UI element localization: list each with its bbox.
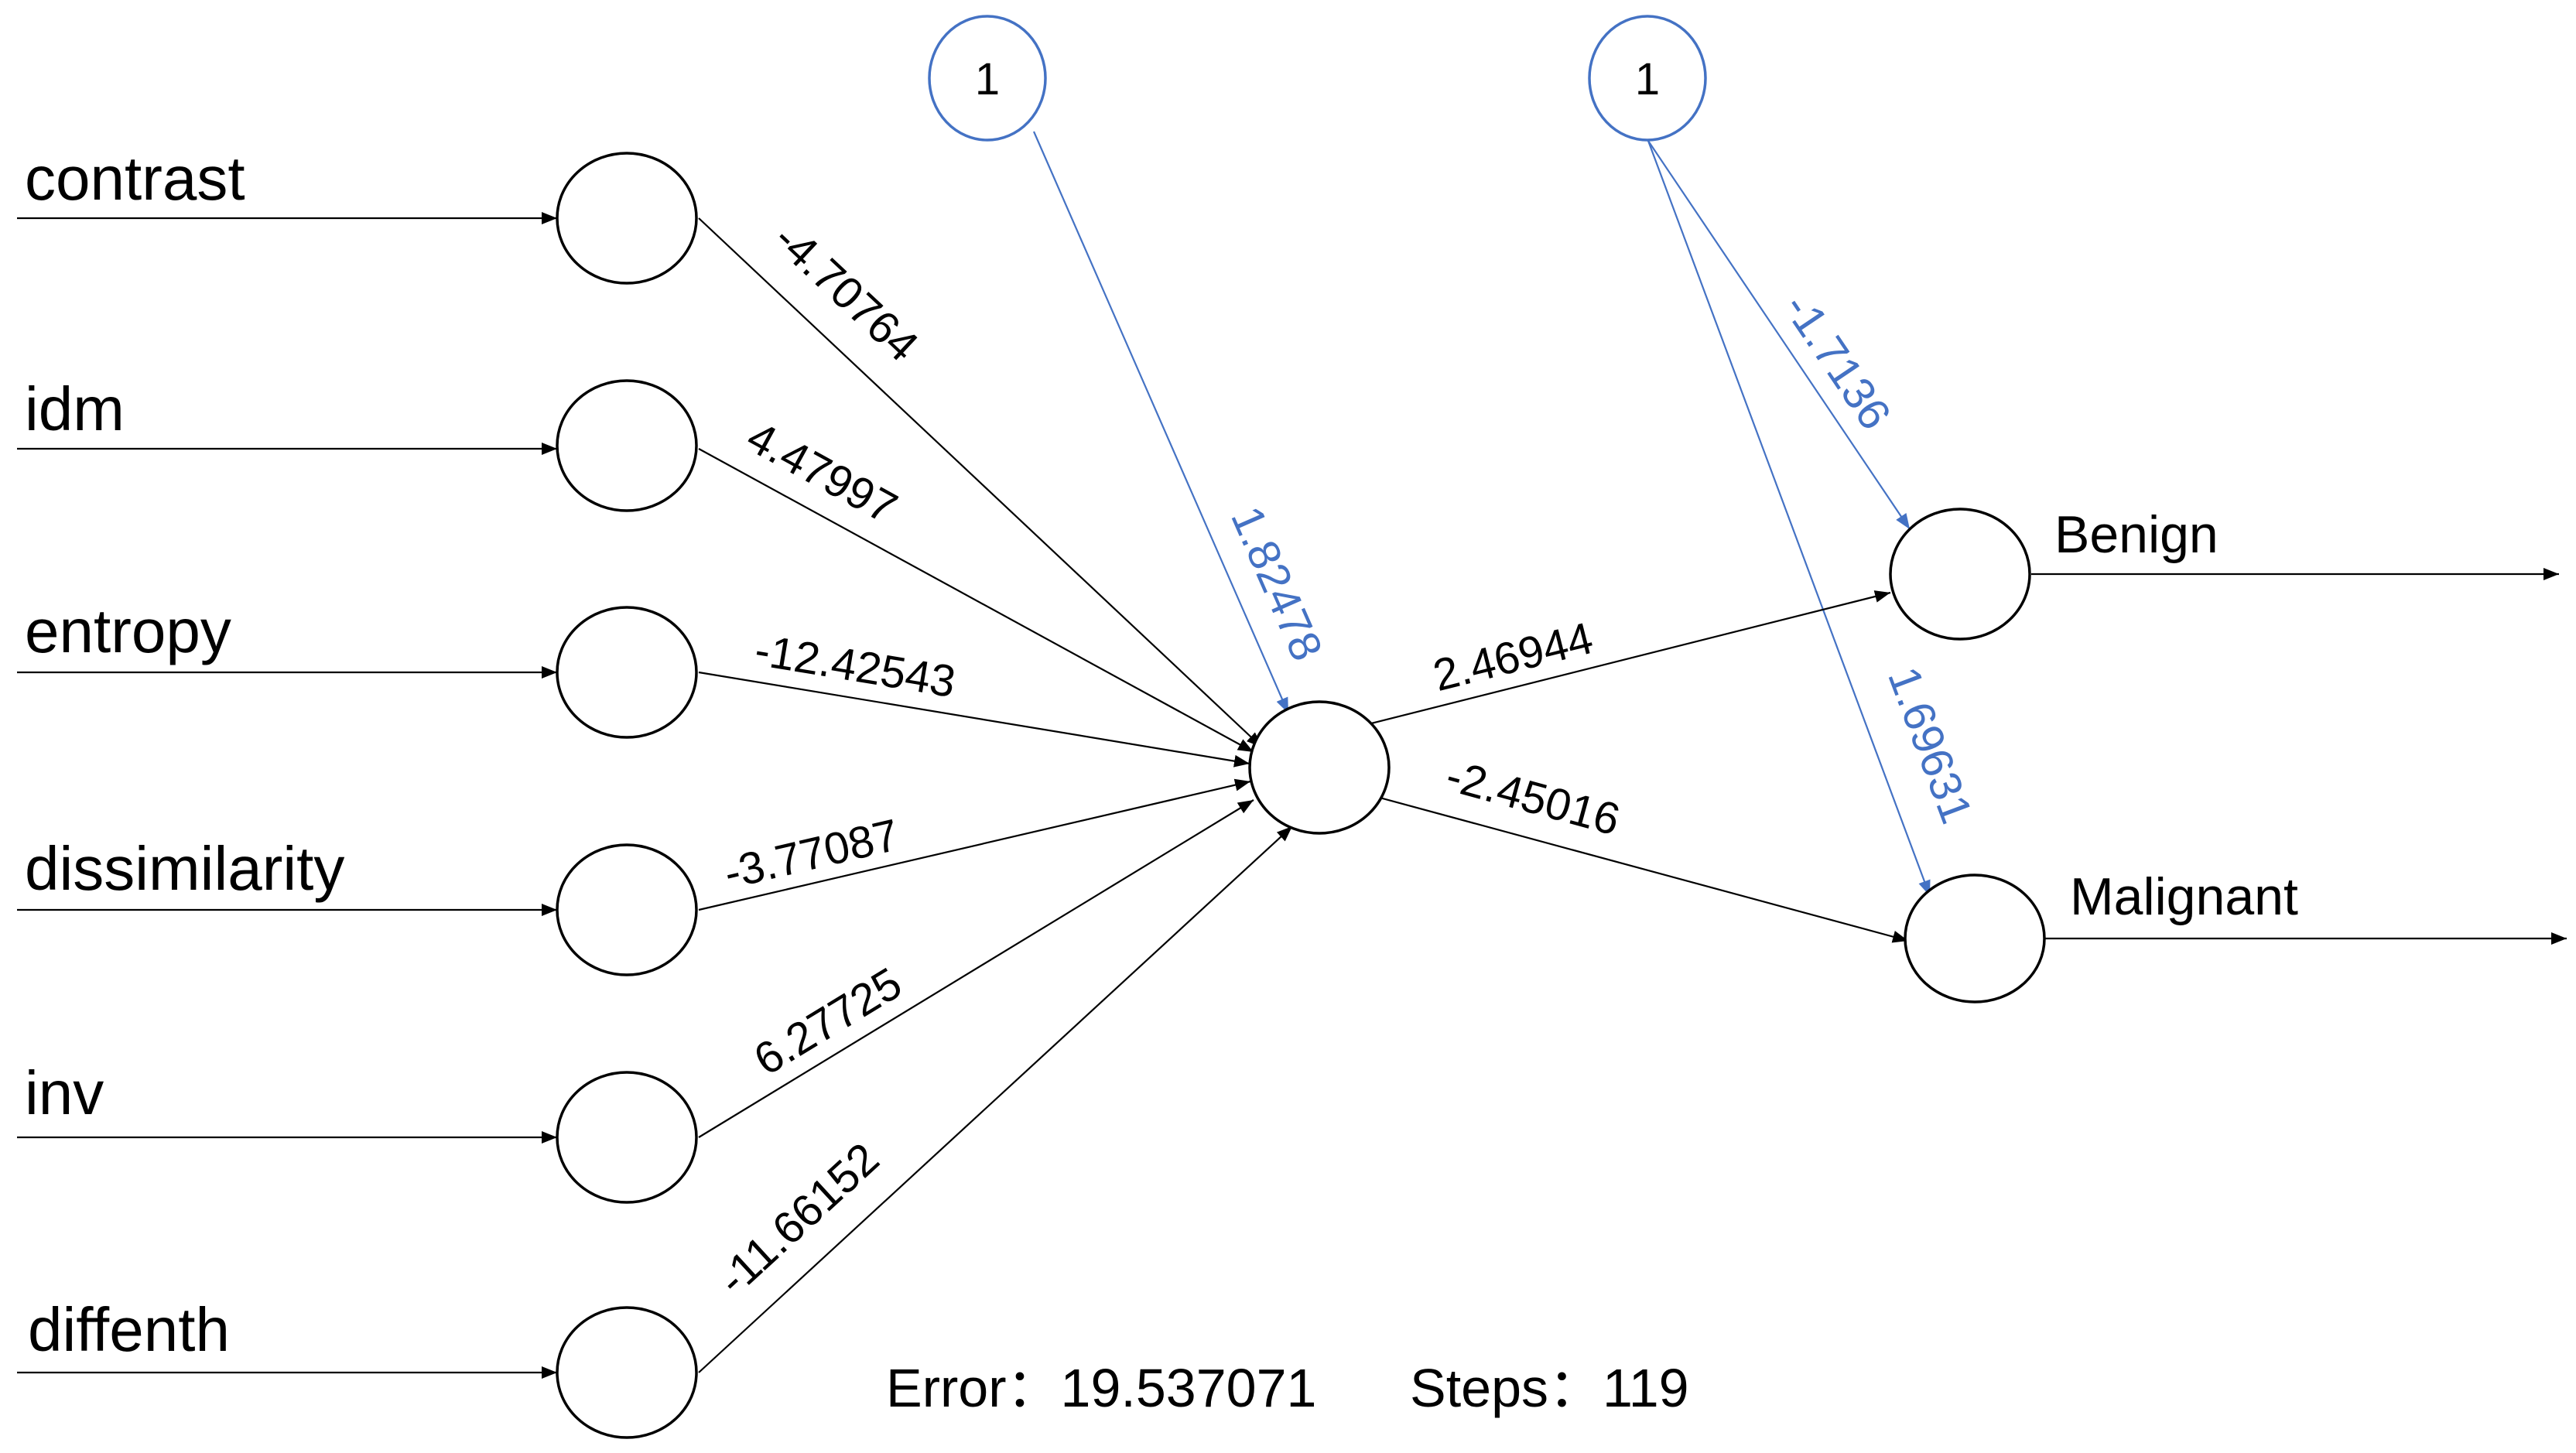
output-node-benign	[1889, 508, 2031, 641]
edge-diffenth-hidden	[698, 826, 1293, 1373]
input-label-dissimilarity: dissimilarity	[25, 834, 344, 903]
weight-label-malignant: -2.45016	[1441, 750, 1625, 846]
input-node-dissimilarity	[556, 843, 698, 976]
edge-bias-hidden	[1032, 131, 1290, 714]
steps-text: Steps：119	[1410, 1358, 1689, 1418]
edge-hidden-benign	[1370, 590, 1891, 725]
input-node-contrast	[556, 152, 698, 285]
output-label-benign: Benign	[2054, 505, 2219, 564]
output-node-malignant	[1904, 874, 2046, 1003]
input-label-diffenth: diffenth	[28, 1295, 230, 1364]
edge-entropy-hidden	[698, 671, 1250, 768]
edge-inv-hidden	[698, 799, 1254, 1138]
error-text: Error：19.537071	[886, 1358, 1316, 1418]
edge-idm-hidden	[698, 448, 1254, 753]
bias-weight-label-malignant: 1.69631	[1878, 661, 1982, 830]
edge-bias-malignant	[1647, 140, 1931, 897]
edge-dissimilarity-hidden	[698, 778, 1251, 911]
weight-label-inv: 6.27725	[745, 958, 910, 1085]
input-label-entropy: entropy	[25, 597, 231, 665]
input-label-idm: idm	[25, 374, 125, 443]
weight-label-diffenth: -11.66152	[708, 1133, 888, 1305]
weight-label-entropy: -12.42543	[751, 624, 959, 707]
bias-node-hidden-label: 1	[975, 54, 1000, 104]
input-node-inv	[556, 1071, 698, 1204]
input-node-entropy	[556, 606, 698, 739]
bias-weight-label-hidden: 1.82478	[1221, 499, 1332, 668]
input-label-inv: inv	[25, 1058, 104, 1127]
input-label-contrast: contrast	[25, 144, 245, 213]
edge-contrast-hidden	[698, 217, 1263, 748]
input-node-idm	[556, 379, 698, 512]
hidden-node	[1248, 700, 1391, 835]
output-label-malignant: Malignant	[2070, 867, 2298, 926]
bias-node-output-label: 1	[1635, 54, 1660, 104]
weight-label-dissimilarity: -3.77087	[720, 809, 904, 898]
edge-hidden-malignant	[1370, 794, 1909, 943]
bias-node-hidden	[928, 15, 1047, 142]
input-node-diffenth	[556, 1306, 698, 1439]
weight-label-contrast: -4.70764	[765, 214, 928, 371]
bias-node-output	[1588, 15, 1707, 142]
bias-weight-label-benign: -1.7136	[1774, 284, 1900, 438]
edge-bias-benign	[1647, 140, 1911, 530]
